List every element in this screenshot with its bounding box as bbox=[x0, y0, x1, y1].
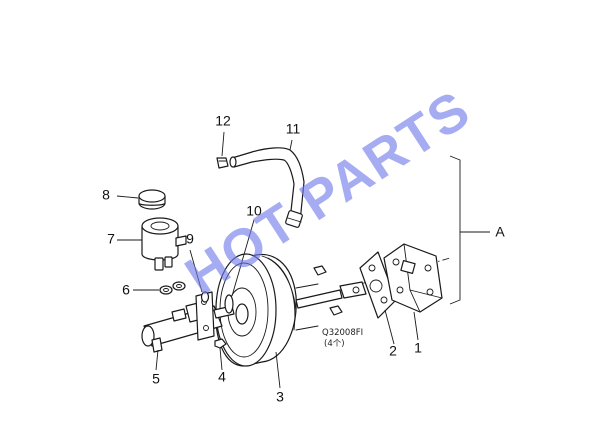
reservoir-cap bbox=[138, 189, 166, 210]
callout-8: 8 bbox=[102, 187, 110, 203]
part-code-note: Q32008FI bbox=[322, 328, 363, 338]
callout-4: 4 bbox=[218, 369, 226, 385]
brake-fluid-reservoir bbox=[141, 217, 187, 271]
callout-1: 1 bbox=[414, 340, 422, 356]
callout-2: 2 bbox=[389, 343, 397, 359]
hose-clamp bbox=[216, 157, 229, 169]
brake-master-cylinder bbox=[141, 291, 235, 353]
callout-12: 12 bbox=[215, 113, 231, 129]
booster-seal-ring bbox=[224, 294, 234, 314]
callout-5: 5 bbox=[152, 371, 160, 387]
group-label-a: A bbox=[495, 224, 505, 240]
callout-9: 9 bbox=[186, 231, 194, 247]
callout-6: 6 bbox=[122, 282, 130, 298]
callout-7: 7 bbox=[107, 231, 115, 247]
master-cylinder-seal bbox=[200, 291, 210, 303]
callout-11: 11 bbox=[286, 121, 301, 137]
booster-bracket bbox=[383, 243, 443, 313]
reservoir-grommets bbox=[159, 281, 186, 295]
callout-3: 3 bbox=[276, 389, 284, 405]
quantity-note: (4个) bbox=[324, 339, 345, 349]
leader-lines bbox=[116, 131, 419, 389]
callout-10: 10 bbox=[246, 203, 262, 219]
hose-check-valve bbox=[285, 210, 303, 228]
group-a-bracket bbox=[449, 155, 490, 305]
master-cylinder-nut bbox=[214, 338, 227, 349]
booster-nuts bbox=[313, 265, 343, 316]
